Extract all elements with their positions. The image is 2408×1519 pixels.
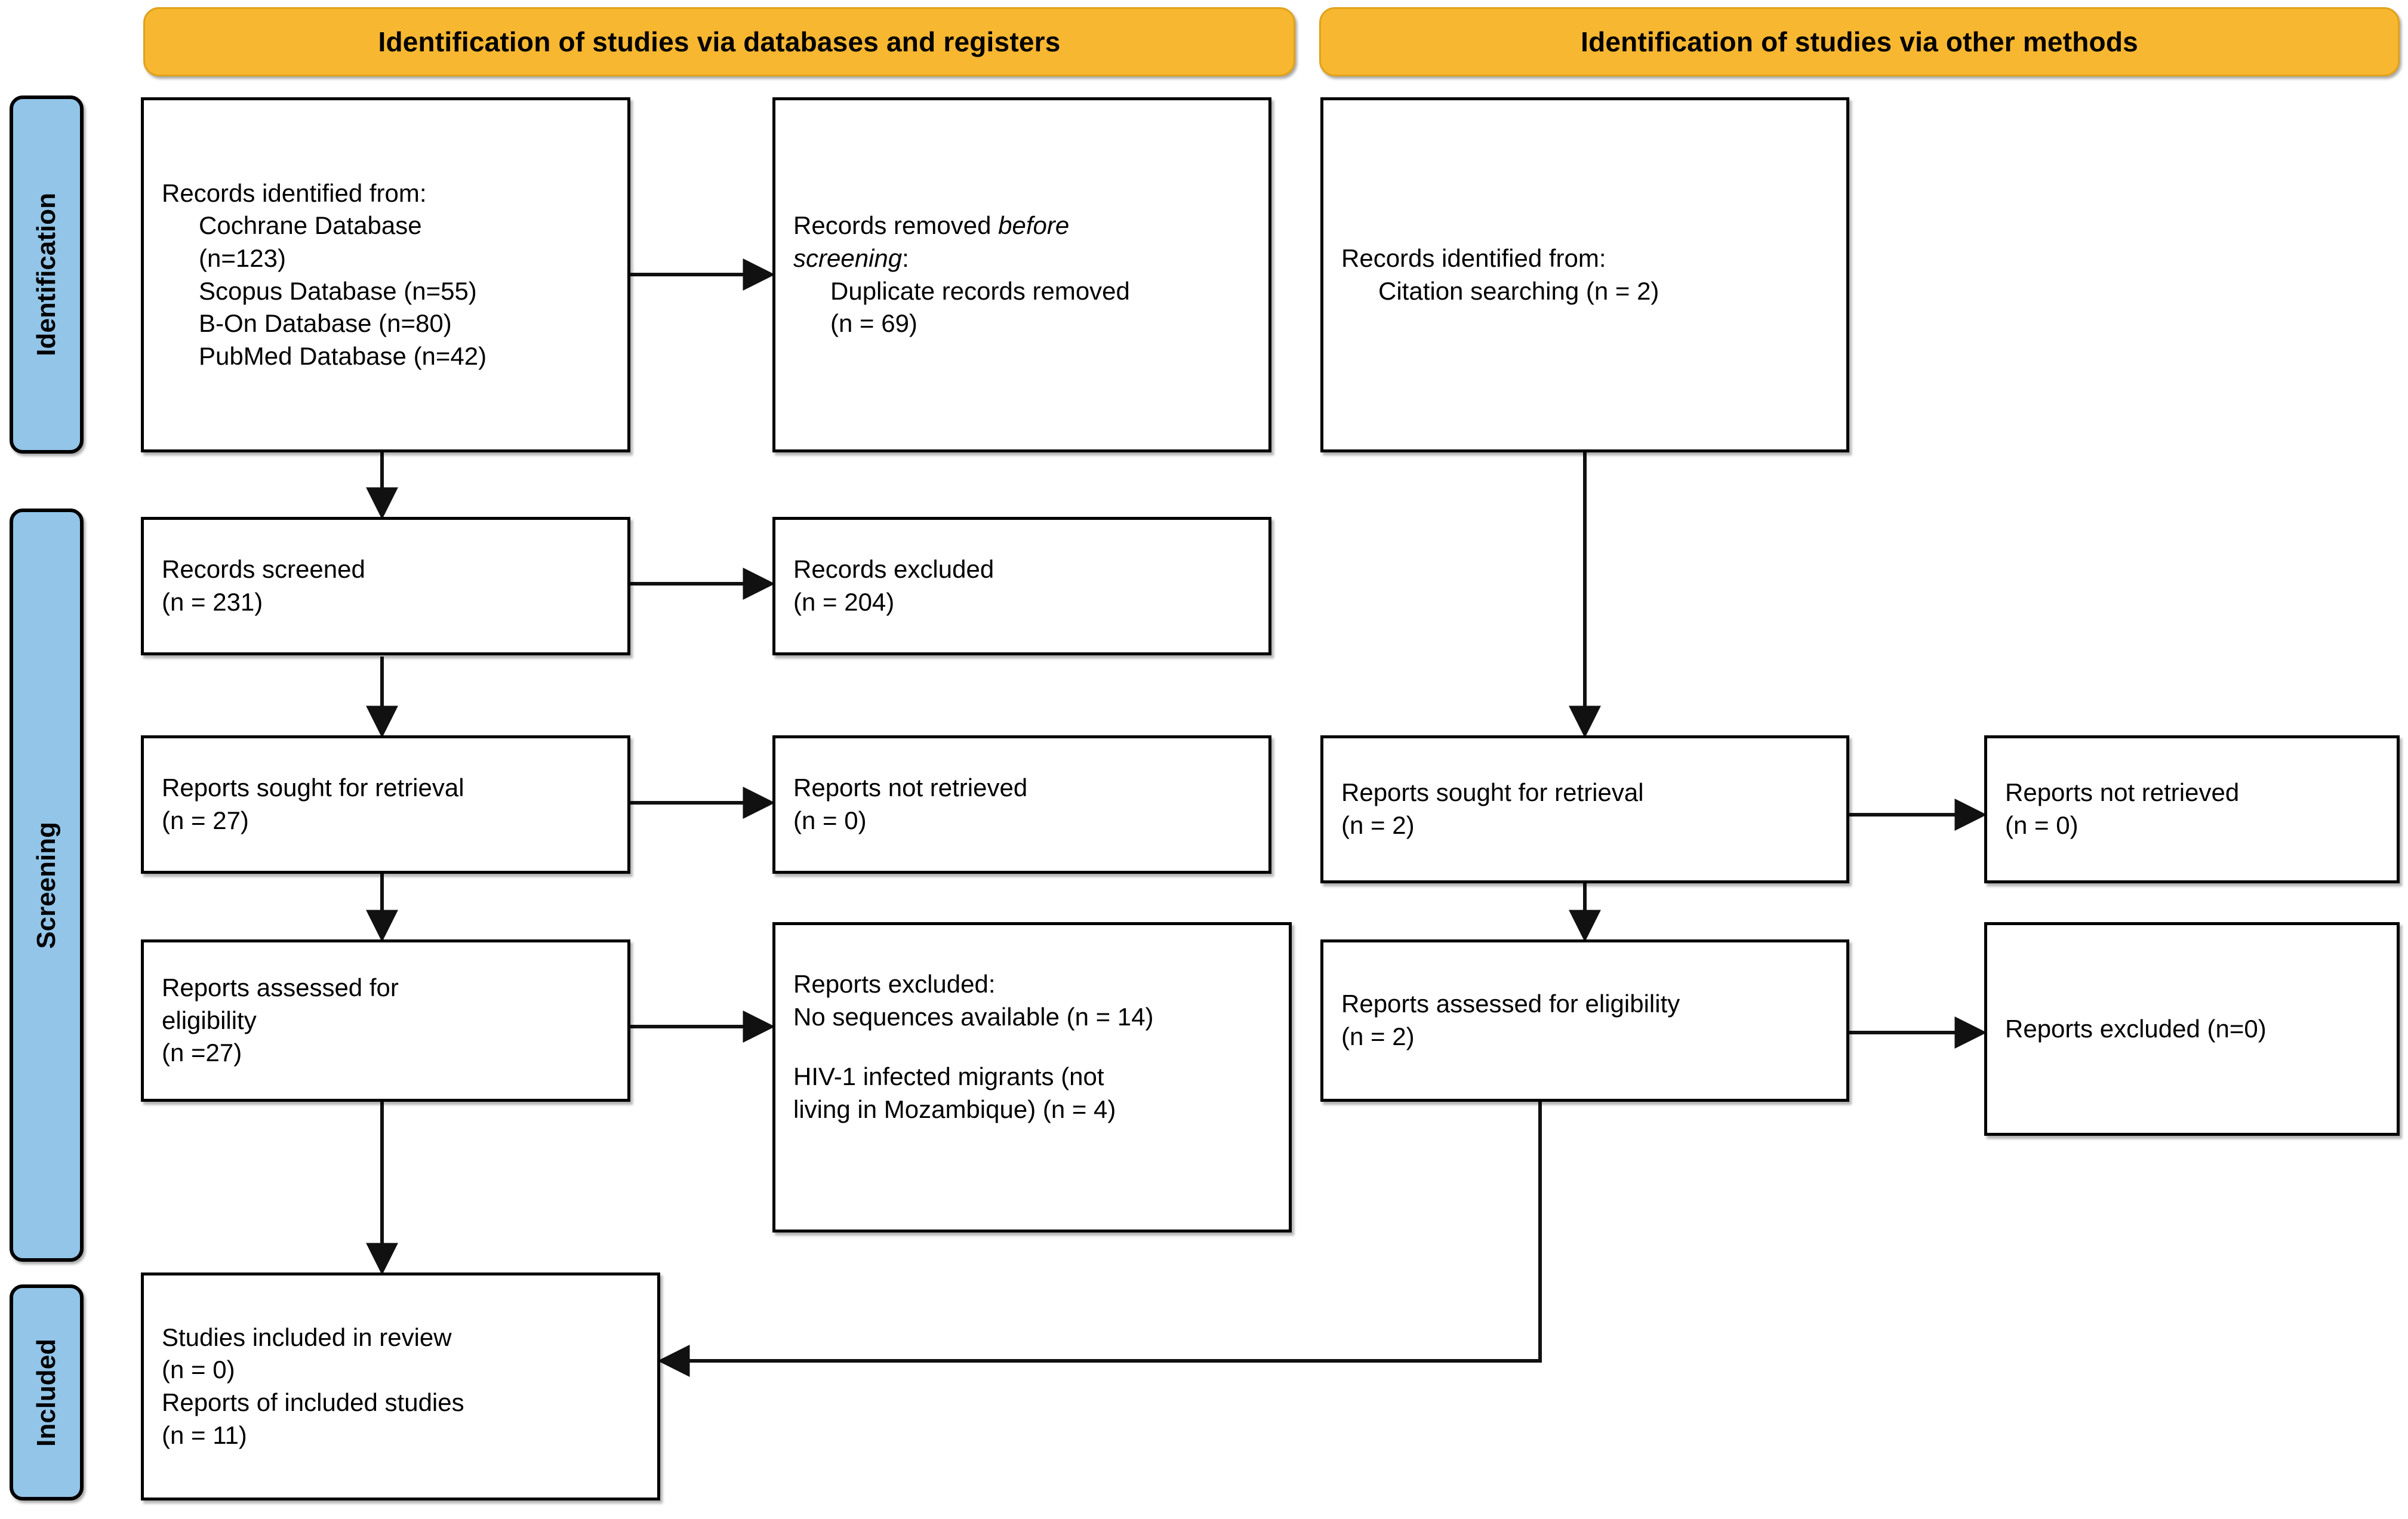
box-line-emphasis: before <box>998 211 1070 240</box>
box-line: Reports not retrieved <box>793 774 1028 802</box>
rail-screening: Screening <box>10 509 84 1262</box>
box-line-emphasis: screening <box>793 244 903 272</box>
box-line: Records identified from: <box>1341 244 1606 272</box>
box-reports-assessed-databases: Reports assessed for eligibility (n =27) <box>141 939 630 1102</box>
box-line: Records identified from: <box>162 178 427 207</box>
box-line: Cochrane Database <box>199 211 422 240</box>
banner-other-methods-label: Identification of studies via other meth… <box>1581 26 2138 57</box>
box-reports-sought-other: Reports sought for retrieval (n = 2) <box>1320 735 1849 883</box>
box-line: (n = 2) <box>1341 811 1415 839</box>
rail-included-label: Included <box>32 1338 61 1447</box>
box-records-identified-other: Records identified from: Citation search… <box>1320 97 1849 452</box>
box-line: Reports assessed for eligibility <box>1341 990 1680 1018</box>
box-records-identified-databases: Records identified from: Cochrane Databa… <box>141 97 630 452</box>
box-line: Reports sought for retrieval <box>1341 778 1644 807</box>
box-line: PubMed Database (n=42) <box>199 341 487 370</box>
banner-other-methods: Identification of studies via other meth… <box>1319 7 2400 76</box>
rail-screening-label: Screening <box>32 821 61 949</box>
box-line: (n = 69) <box>830 309 917 338</box>
box-line: HIV-1 infected migrants (not <box>793 1062 1104 1091</box>
box-line: (n = 0) <box>793 806 867 834</box>
box-line: eligibility <box>162 1006 257 1034</box>
box-reports-not-retrieved-databases: Reports not retrieved (n = 0) <box>772 735 1271 874</box>
box-line: Reports not retrieved <box>2005 778 2240 807</box>
box-line: (n = 27) <box>162 806 249 834</box>
box-line: (n = 2) <box>1341 1022 1415 1050</box>
box-line: B-On Database (n=80) <box>199 309 452 338</box>
box-line: living in Mozambique) (n = 4) <box>793 1095 1116 1123</box>
box-line-text: Records removed <box>793 211 999 240</box>
box-line: Reports of included studies <box>162 1388 464 1416</box>
box-line: Studies included in review <box>162 1323 452 1351</box>
box-line: Citation searching (n = 2) <box>1378 276 1659 305</box>
box-reports-excluded-other: Reports excluded (n=0) <box>1984 922 2400 1136</box>
rail-identification-label: Identification <box>32 193 61 356</box>
box-records-removed-before-screening: Records removed before screening: Duplic… <box>772 97 1271 452</box>
box-line: (n = 231) <box>162 588 263 616</box>
box-reports-excluded-databases: Reports excluded: No sequences available… <box>772 922 1292 1233</box>
box-line: Reports sought for retrieval <box>162 774 464 802</box>
box-line: Records removed before <box>793 209 1251 242</box>
box-line: (n =27) <box>162 1039 242 1067</box>
box-line: (n = 0) <box>162 1355 235 1384</box>
box-line: (n=123) <box>199 244 286 272</box>
box-reports-sought-databases: Reports sought for retrieval (n = 27) <box>141 735 630 874</box>
box-studies-included: Studies included in review (n = 0) Repor… <box>141 1272 660 1500</box>
rail-identification: Identification <box>10 95 84 454</box>
box-line: Duplicate records removed <box>830 276 1130 305</box>
box-reports-not-retrieved-other: Reports not retrieved (n = 0) <box>1984 735 2400 883</box>
box-line: (n = 0) <box>2005 811 2078 839</box>
banner-databases: Identification of studies via databases … <box>143 7 1295 76</box>
box-line: Reports assessed for <box>162 973 399 1002</box>
box-records-screened: Records screened (n = 231) <box>141 517 630 655</box>
box-reports-assessed-other: Reports assessed for eligibility (n = 2) <box>1320 939 1849 1102</box>
banner-databases-label: Identification of studies via databases … <box>378 26 1061 57</box>
box-line: Reports excluded (n=0) <box>2005 1014 2267 1043</box>
box-line: No sequences available (n = 14) <box>793 1002 1154 1031</box>
box-records-excluded: Records excluded (n = 204) <box>772 517 1271 655</box>
box-line: Records screened <box>162 555 365 584</box>
rail-included: Included <box>10 1284 84 1500</box>
box-line-text: : <box>902 244 909 272</box>
box-line: (n = 11) <box>162 1421 247 1449</box>
box-line: (n = 204) <box>793 588 895 616</box>
box-line: screening: <box>793 242 1251 275</box>
box-line: Reports excluded: <box>793 970 996 998</box>
box-line: Scopus Database (n=55) <box>199 276 477 305</box>
box-line: Records excluded <box>793 555 994 584</box>
